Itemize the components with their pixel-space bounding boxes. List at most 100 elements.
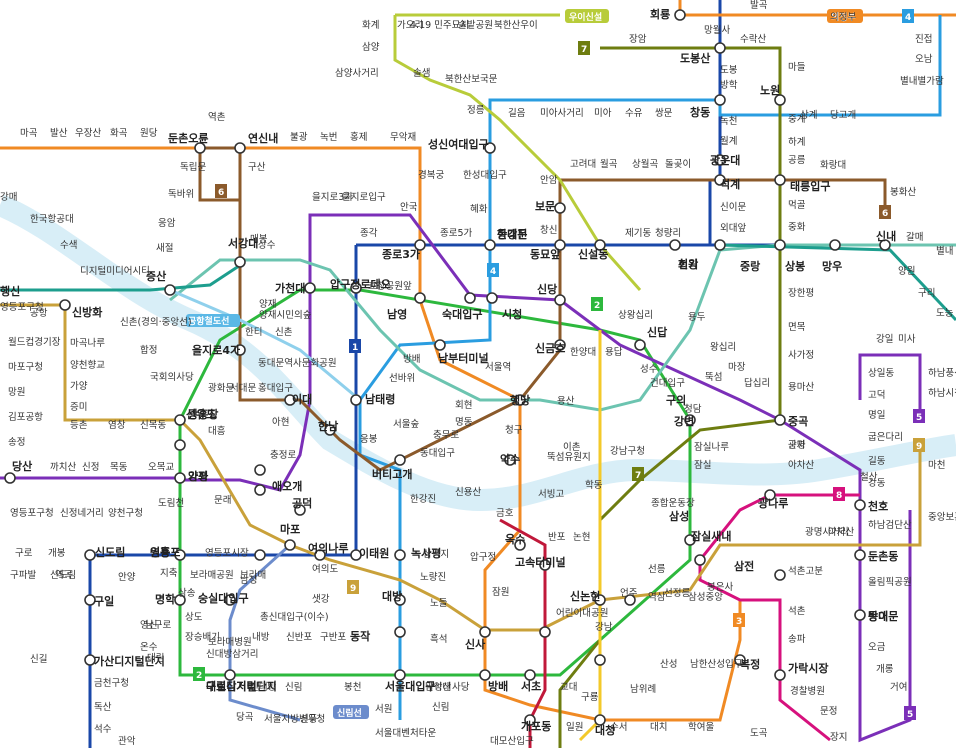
- station-label[interactable]: 시청: [502, 307, 522, 321]
- station-label[interactable]: 도곡: [750, 728, 768, 739]
- station-label[interactable]: 삼각지: [423, 548, 449, 560]
- station-label[interactable]: 용산: [557, 396, 575, 407]
- station-label[interactable]: 신대방: [250, 682, 276, 693]
- station-marker[interactable]: [174, 414, 186, 426]
- station-label[interactable]: 안국: [400, 202, 418, 213]
- station-label[interactable]: 서울지방병무청: [264, 714, 325, 725]
- station-label[interactable]: 여의도: [312, 563, 338, 575]
- station-label[interactable]: 을지로입구: [342, 191, 386, 203]
- line-4[interactable]: [358, 15, 942, 720]
- line-arex[interactable]: [169, 288, 361, 402]
- station-label[interactable]: 회기: [678, 257, 698, 271]
- station-label[interactable]: 독산: [94, 702, 112, 713]
- station-label[interactable]: 마장: [728, 362, 746, 373]
- station-label[interactable]: 남영: [387, 308, 407, 321]
- station-label[interactable]: 구로: [15, 548, 33, 559]
- line-sillim[interactable]: [228, 543, 301, 722]
- station-label[interactable]: 북한산보국문: [445, 74, 498, 85]
- station-label[interactable]: 보문: [535, 200, 555, 213]
- station-marker[interactable]: [484, 142, 496, 154]
- station-label[interactable]: 면목: [788, 322, 806, 333]
- station-label[interactable]: 공릉: [788, 155, 806, 166]
- station-label[interactable]: 별내: [936, 246, 953, 257]
- station-marker[interactable]: [684, 534, 696, 546]
- station-label[interactable]: 금호: [496, 508, 514, 519]
- station-label[interactable]: 솔밭공원: [458, 20, 493, 31]
- station-label[interactable]: 마곡나루: [70, 338, 105, 349]
- station-label[interactable]: 한성대입구: [463, 169, 507, 181]
- station-label[interactable]: 신내: [876, 229, 896, 243]
- station-marker[interactable]: [59, 299, 71, 311]
- station-label[interactable]: 한강진: [410, 494, 436, 505]
- station-label[interactable]: 혜화: [470, 203, 488, 215]
- station-label[interactable]: 당산: [12, 459, 32, 473]
- station-label[interactable]: 국회의사당: [150, 372, 194, 383]
- station-label[interactable]: 고속터미널: [515, 555, 566, 569]
- station-label[interactable]: 가천대: [275, 281, 305, 295]
- station-label[interactable]: 신논현: [570, 589, 600, 603]
- station-label[interactable]: 마들: [788, 62, 806, 73]
- station-label[interactable]: 양재: [259, 299, 276, 310]
- station-label[interactable]: 아차산: [788, 459, 814, 471]
- station-label[interactable]: 을지로3가: [312, 192, 353, 203]
- station-label[interactable]: 보라매병원: [208, 637, 252, 648]
- station-marker[interactable]: [539, 626, 551, 638]
- station-label[interactable]: 개롱: [876, 664, 894, 675]
- station-label[interactable]: 원흥: [150, 545, 170, 559]
- station-label[interactable]: 삼전: [734, 559, 754, 573]
- station-label[interactable]: 삼송: [178, 588, 196, 599]
- station-label[interactable]: 안암: [540, 174, 558, 186]
- station-label[interactable]: 성신여대입구: [428, 137, 489, 151]
- station-label[interactable]: 충무로: [433, 430, 459, 441]
- station-label[interactable]: 광화문: [208, 382, 234, 394]
- station-label[interactable]: 신도림: [95, 545, 125, 559]
- station-label[interactable]: 신길: [30, 653, 47, 665]
- station-label[interactable]: 상봉: [785, 259, 805, 273]
- station-label[interactable]: 석계: [720, 177, 740, 191]
- station-label[interactable]: 방배: [488, 679, 508, 693]
- station-marker[interactable]: [394, 669, 406, 681]
- station-label[interactable]: 종각: [360, 227, 378, 239]
- station-marker[interactable]: [634, 339, 646, 351]
- station-label[interactable]: 창동: [690, 105, 710, 119]
- station-label[interactable]: 경찰병원: [790, 685, 825, 697]
- station-label[interactable]: 청담: [684, 403, 702, 415]
- station-label[interactable]: 홍제: [350, 131, 367, 143]
- station-label[interactable]: 화계: [362, 19, 379, 31]
- station-label[interactable]: 하남풍산: [928, 367, 956, 379]
- station-marker[interactable]: [284, 394, 296, 406]
- station-label[interactable]: 한남: [318, 419, 338, 433]
- station-label[interactable]: 역곡: [55, 570, 73, 581]
- station-label[interactable]: 안양: [118, 572, 136, 583]
- station-label[interactable]: 광운대: [710, 153, 740, 167]
- station-label[interactable]: 숭실대입구: [198, 591, 249, 605]
- station-label[interactable]: 당고개: [830, 110, 856, 121]
- station-label[interactable]: 서울숲: [393, 419, 419, 430]
- station-label[interactable]: 신목동: [140, 420, 166, 431]
- line-gyeongui[interactable]: [169, 243, 956, 412]
- station-label[interactable]: 수유: [625, 108, 643, 119]
- station-label[interactable]: 학동: [585, 480, 603, 491]
- station-label[interactable]: 월드컵경기장: [8, 336, 61, 348]
- station-label[interactable]: 잠실새내: [691, 529, 731, 543]
- station-label[interactable]: 도림천: [158, 497, 184, 509]
- station-label[interactable]: 대청: [595, 723, 615, 737]
- station-label[interactable]: 망월사: [704, 24, 730, 36]
- station-label[interactable]: 남태령: [365, 392, 395, 406]
- station-label[interactable]: 신대방삼거리: [206, 649, 258, 660]
- line-5-hanam[interactable]: [858, 353, 922, 410]
- station-label[interactable]: 신금호: [535, 341, 565, 355]
- station-label[interactable]: 구로디지털단지: [206, 679, 277, 693]
- station-label[interactable]: 구반포: [320, 632, 346, 643]
- station-label[interactable]: 개포동: [521, 719, 551, 733]
- station-label[interactable]: 월곡: [600, 158, 618, 170]
- station-marker[interactable]: [854, 499, 866, 511]
- station-marker[interactable]: [284, 539, 296, 551]
- station-label[interactable]: 언주: [620, 587, 638, 599]
- station-label[interactable]: 응암: [158, 217, 176, 229]
- station-label[interactable]: 망우: [822, 259, 842, 273]
- station-label[interactable]: 양평: [188, 469, 208, 483]
- station-label[interactable]: 정릉: [467, 105, 485, 116]
- station-label[interactable]: 여의나루: [308, 541, 348, 555]
- line-5[interactable]: [0, 213, 912, 743]
